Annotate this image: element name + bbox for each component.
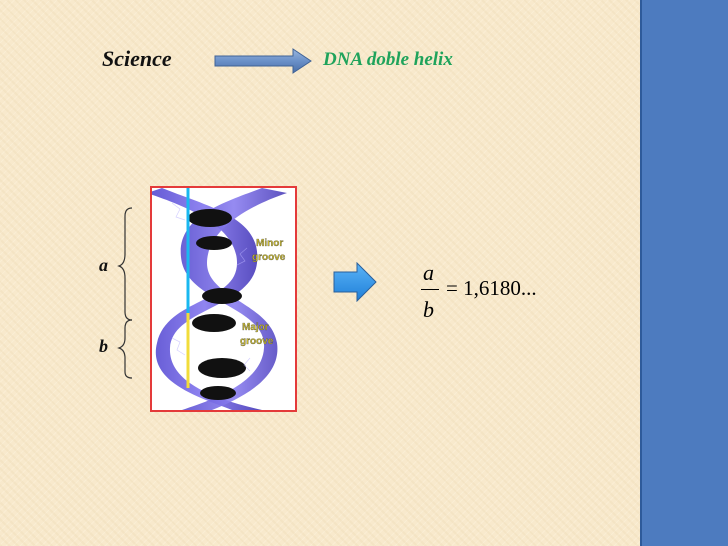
major-groove-label-line2: groove [240,336,274,347]
fraction-denominator: b [423,297,434,322]
major-groove-label-line1: Major [242,322,269,333]
segment-label-b: b [99,336,108,356]
dna-helix-figure: Minor groove Major groove [150,186,297,412]
minor-groove-label-line1: Minor [256,238,283,249]
minor-groove-label-line2: groove [252,252,286,263]
left-brace-icon [117,207,133,379]
fraction-bar [421,289,439,290]
dna-double-helix-title: DNA doble helix [323,49,453,70]
dna-helix-image: Minor groove Major groove [152,188,295,410]
segment-label-a: a [99,255,108,275]
fraction-numerator: a [423,260,434,285]
arrow-right-block-icon [333,262,377,302]
arrow-right-icon [214,48,312,74]
golden-ratio-formula: a b = 1,6180... [418,260,578,330]
right-sidebar-panel [640,0,728,546]
formula-value: = 1,6180... [446,276,537,300]
science-label: Science [102,46,172,71]
